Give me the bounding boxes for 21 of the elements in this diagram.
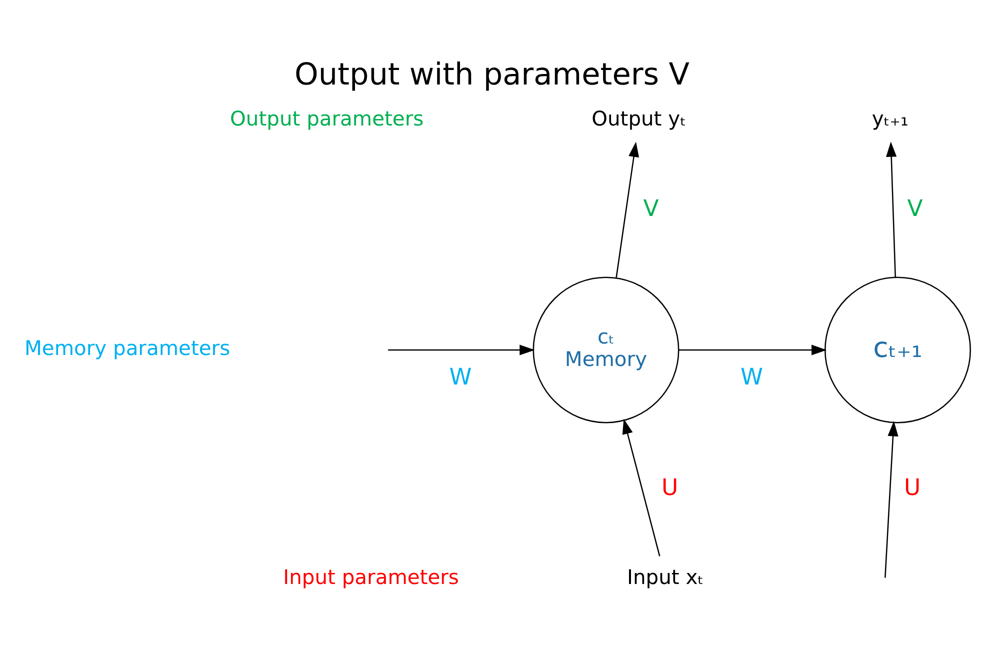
edge-label: W xyxy=(740,364,763,390)
edge-label: V xyxy=(907,195,923,222)
arrow xyxy=(616,141,640,278)
edge-label: V xyxy=(643,195,659,222)
edge-label: U xyxy=(904,474,921,501)
diagram-title: Output with parameters V xyxy=(294,56,690,92)
node-circle: cₜ₊₁ xyxy=(824,276,971,423)
arrow xyxy=(622,418,660,556)
label: Output parameters xyxy=(230,106,424,130)
node-text: Output yₜ xyxy=(592,106,686,130)
arrow xyxy=(884,420,898,578)
node-text: Input xₜ xyxy=(627,564,704,589)
arrow xyxy=(678,344,827,355)
node-circle: cₜ Memory xyxy=(532,276,680,423)
edge-label: W xyxy=(449,364,472,390)
arrow xyxy=(886,141,897,276)
arrow xyxy=(388,344,535,355)
edge-label: U xyxy=(662,474,678,501)
label: Input parameters xyxy=(283,564,459,589)
node-text: yₜ₊₁ xyxy=(872,106,908,130)
label: Memory parameters xyxy=(24,335,230,360)
